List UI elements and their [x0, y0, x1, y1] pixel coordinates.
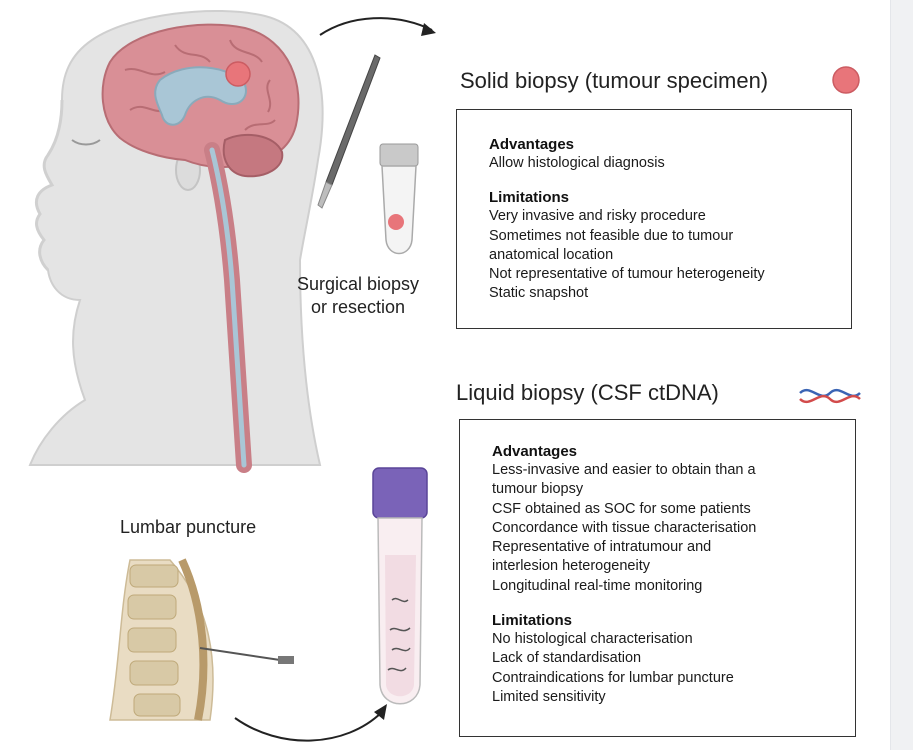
head-profile-illustration-icon	[28, 9, 324, 473]
solid-limitations-heading: Limitations	[489, 189, 570, 207]
surgical-caption-line2: or resection	[310, 297, 406, 317]
liquid-limitation-item: Lack of standardisation	[492, 650, 642, 667]
solid-limitation-item: Very invasive and risky procedure	[489, 208, 706, 225]
solid-limitation-item: Static snapshot	[489, 285, 589, 302]
dna-helix-icon	[799, 388, 861, 404]
curved-arrow-icon-bottom	[234, 704, 387, 742]
liquid-advantage-item: Longitudinal real-time monitoring	[492, 577, 703, 594]
solid-limitation-item: Not representative of tumour heterogenei…	[489, 266, 765, 283]
liquid-advantage-item: CSF obtained as SOC for some patients	[492, 500, 751, 517]
liquid-biopsy-box: Advantages Less-invasive and easier to o…	[459, 419, 856, 737]
lumbar-caption: Lumbar puncture	[120, 517, 257, 537]
page-edge-strip	[891, 0, 913, 750]
tumour-icon	[832, 66, 860, 94]
curved-arrow-icon	[319, 17, 436, 36]
liquid-advantages-heading: Advantages	[492, 443, 578, 460]
specimen-tube-icon	[379, 143, 419, 255]
liquid-limitations-heading: Limitations	[492, 612, 573, 630]
surgical-caption: Surgical biopsy or resection	[282, 273, 434, 319]
liquid-advantage-item: tumour biopsy	[492, 481, 584, 498]
surgical-caption-line1: Surgical biopsy	[296, 274, 420, 294]
liquid-limitation-item: Limited sensitivity	[492, 688, 606, 705]
liquid-limitation-item: Contraindications for lumbar puncture	[492, 669, 734, 686]
csf-tube-icon	[372, 467, 428, 705]
liquid-biopsy-title: Liquid biopsy (CSF ctDNA)	[456, 380, 719, 405]
liquid-limitation-item: No histological characterisation	[492, 631, 693, 648]
page-edge-line	[890, 0, 891, 750]
solid-limitation-item: Sometimes not feasible due to tumour	[489, 227, 734, 244]
liquid-advantage-item: Representative of intratumour and	[492, 539, 712, 556]
lumbar-spine-icon	[109, 558, 294, 721]
liquid-advantage-item: Less-invasive and easier to obtain than …	[492, 462, 756, 478]
liquid-advantage-item: interlesion heterogeneity	[492, 558, 650, 575]
solid-biopsy-box: Advantages Allow histological diagnosis …	[456, 109, 852, 329]
liquid-advantage-item: Concordance with tissue characterisation	[492, 519, 757, 536]
solid-advantages-heading: Advantages	[489, 136, 575, 153]
solid-biopsy-title: Solid biopsy (tumour specimen)	[460, 68, 769, 93]
solid-limitation-item: anatomical location	[489, 246, 614, 263]
solid-advantage-item: Allow histological diagnosis	[489, 155, 665, 171]
scalpel-icon	[317, 54, 381, 209]
